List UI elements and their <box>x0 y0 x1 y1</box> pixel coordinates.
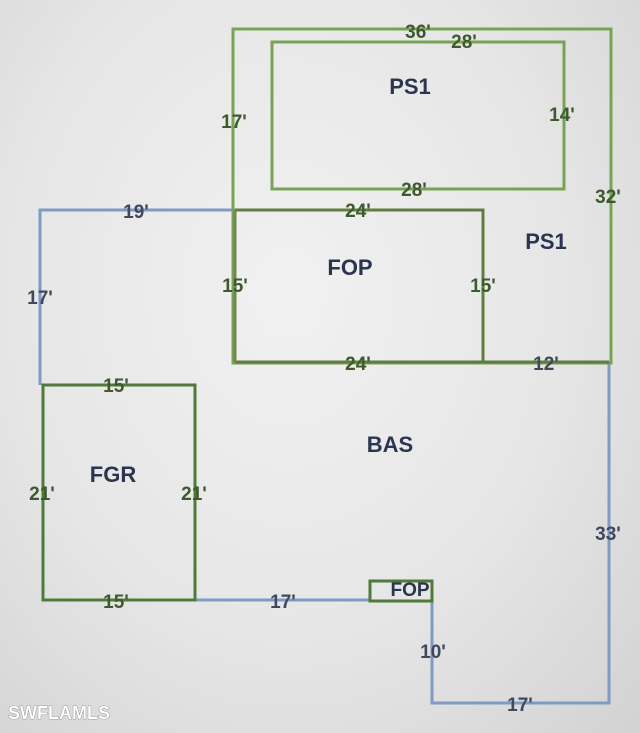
fgr-outline <box>41 383 197 602</box>
dim-bas-bottom-mid: 17' <box>270 592 296 613</box>
dim-bas-right-ledge: 12' <box>533 354 559 375</box>
dim-ps1-inner-top: 28' <box>451 32 477 53</box>
dim-fgr-left: 21' <box>29 484 55 505</box>
dim-bas-left-upper: 17' <box>27 288 53 309</box>
watermark: SWFLAMLS <box>8 703 110 723</box>
dim-ps1-outer-right: 32' <box>595 187 621 208</box>
dim-bas-notch: 10' <box>420 642 446 663</box>
area-label-fop-small: FOP <box>390 580 429 601</box>
dim-ps1-inner-bottom: 28' <box>401 180 427 201</box>
dim-fop-right: 15' <box>470 276 496 297</box>
dim-ps1-inner-right: 14' <box>549 105 575 126</box>
dim-fgr-bottom: 15' <box>103 592 129 613</box>
area-label-ps1-right: PS1 <box>525 229 567 254</box>
dim-fop-top: 24' <box>345 201 371 222</box>
dim-bas-right: 33' <box>595 524 621 545</box>
fop-small-outline <box>368 579 434 603</box>
dim-fop-bottom: 24' <box>345 354 371 375</box>
dim-ps1-outer-left: 17' <box>221 112 247 133</box>
dim-ps1-outer-top: 36' <box>405 22 431 43</box>
area-label-bas: BAS <box>367 432 413 457</box>
area-label-ps1-top: PS1 <box>389 74 431 99</box>
dim-fop-left: 15' <box>222 276 248 297</box>
area-label-fop: FOP <box>327 255 372 280</box>
dim-bas-top-left: 19' <box>123 202 149 223</box>
dim-fgr-top: 15' <box>103 376 129 397</box>
bas-outline <box>38 208 235 385</box>
ps1-inner-outline <box>270 40 566 191</box>
dim-fgr-right: 21' <box>181 484 207 505</box>
dim-bas-bottom-right: 17' <box>507 695 533 716</box>
fop-outline <box>235 208 485 362</box>
area-label-fgr: FGR <box>90 462 137 487</box>
bas-outline-right <box>430 362 611 705</box>
